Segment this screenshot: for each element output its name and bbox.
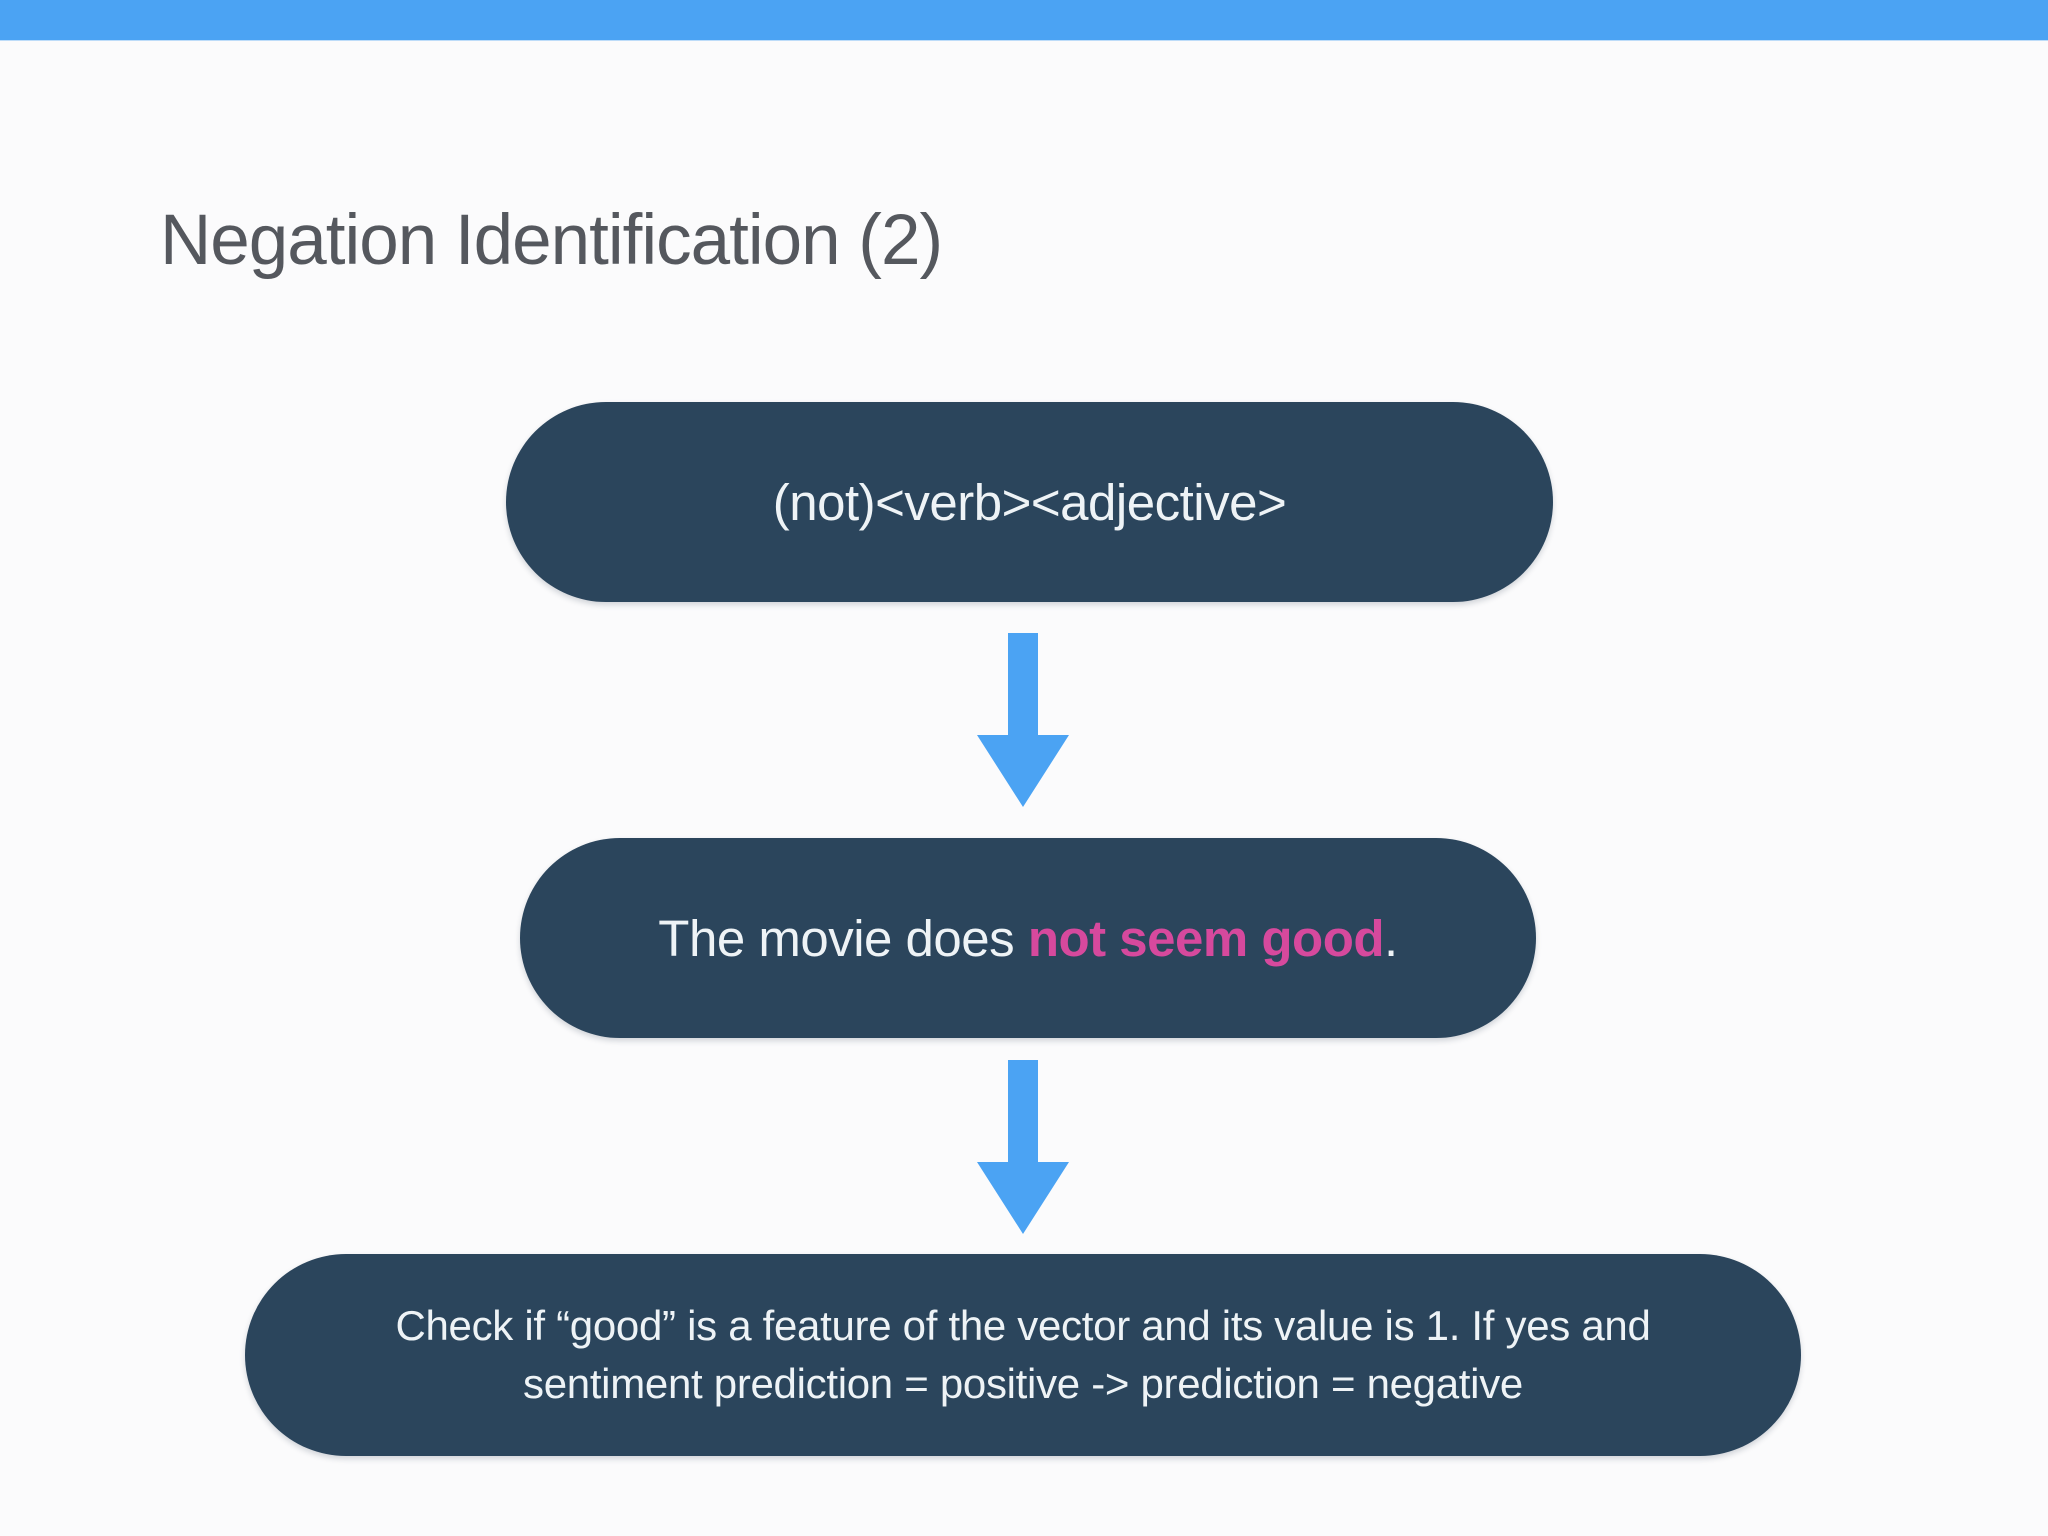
down-arrow-icon <box>977 633 1069 807</box>
node-pattern: (not)<verb><adjective> <box>506 402 1553 602</box>
example-text-prefix: The movie does <box>658 909 1028 967</box>
node-example-text: The movie does not seem good. <box>658 909 1398 968</box>
down-arrow-shape <box>977 1060 1069 1234</box>
top-accent-bar <box>0 0 2048 40</box>
slide-title: Negation Identification (2) <box>160 201 943 280</box>
node-rule-text: Check if “good” is a feature of the vect… <box>395 1297 1650 1413</box>
rule-text-line-2: sentiment prediction = positive -> predi… <box>523 1360 1523 1407</box>
node-example: The movie does not seem good. <box>520 838 1536 1038</box>
example-text-highlight: not seem good <box>1027 909 1385 967</box>
node-pattern-text: (not)<verb><adjective> <box>772 473 1287 531</box>
example-text-suffix: . <box>1384 909 1398 967</box>
down-arrow-shape <box>977 633 1069 807</box>
down-arrow-icon <box>977 1060 1069 1234</box>
node-rule: Check if “good” is a feature of the vect… <box>245 1254 1801 1456</box>
rule-text-line-1: Check if “good” is a feature of the vect… <box>395 1302 1651 1349</box>
